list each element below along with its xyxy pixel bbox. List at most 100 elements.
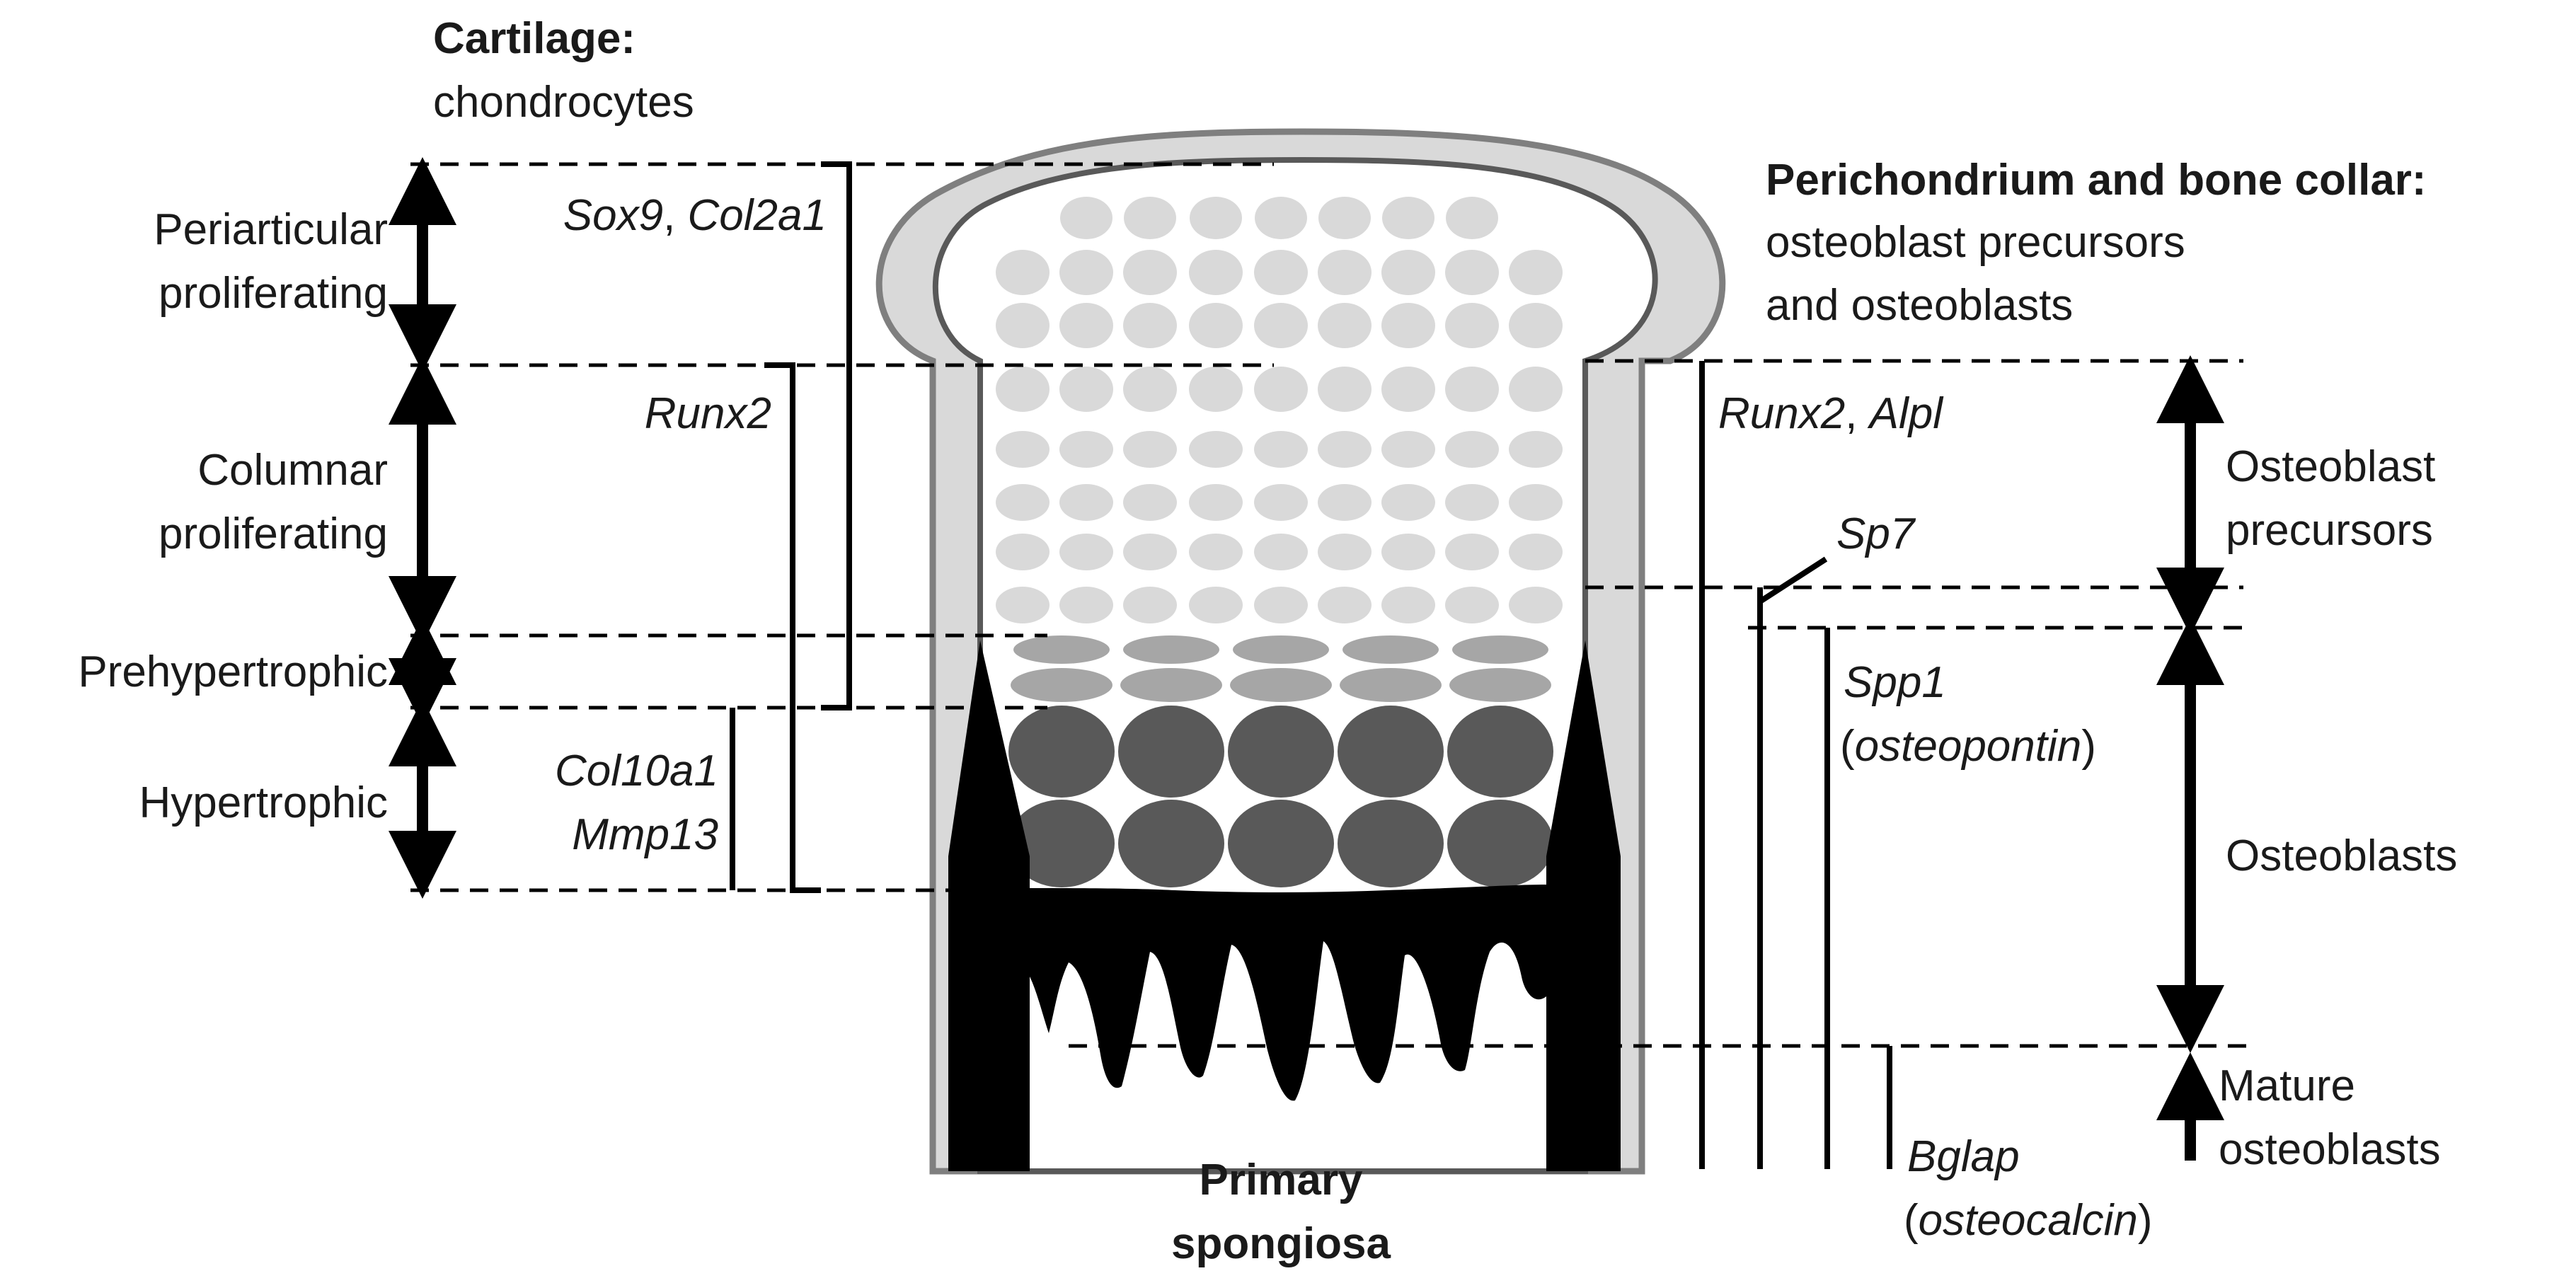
zone-osteoblasts: Osteoblasts (2226, 832, 2457, 880)
gene-sp7: Sp7 (1836, 510, 1916, 558)
hypertrophic-chondrocyte (1228, 800, 1334, 887)
hypertrophic-chondrocyte (1338, 706, 1444, 798)
proliferating-chondrocyte (1318, 431, 1372, 468)
resting-chondrocyte (1382, 197, 1434, 239)
bottom-label: Primary spongiosa (1171, 1156, 1391, 1268)
proliferating-chondrocyte (1445, 534, 1499, 570)
proliferating-chondrocyte (1381, 303, 1435, 348)
chondrocyte-cells (996, 197, 1563, 887)
proliferating-chondrocyte (1189, 431, 1243, 468)
zone-prehypertrophic: Prehypertrophic (78, 648, 388, 696)
gene-col10a1: Col10a1 (555, 747, 718, 795)
perichondrium-subheading-line2: and osteoblasts (1766, 281, 2073, 330)
zone-periarticular-line1: Periarticular (154, 205, 388, 254)
zone-columnar-line2: proliferating (159, 510, 388, 558)
proliferating-chondrocyte (1381, 534, 1435, 570)
proliferating-chondrocyte (1445, 587, 1499, 623)
proliferating-chondrocyte (1445, 484, 1499, 521)
proliferating-chondrocyte (1254, 431, 1308, 468)
gene-sox9-col2a1: Sox9, Col2a1 (563, 191, 827, 240)
proliferating-chondrocyte (1059, 303, 1113, 348)
proliferating-chondrocyte (996, 303, 1050, 348)
prehypertrophic-chondrocyte (1340, 668, 1442, 702)
proliferating-chondrocyte (1189, 250, 1243, 295)
proliferating-chondrocyte (1381, 431, 1435, 468)
proliferating-chondrocyte (1509, 367, 1563, 412)
hypertrophic-chondrocyte (1228, 706, 1334, 798)
proliferating-chondrocyte (1059, 484, 1113, 521)
proliferating-chondrocyte (1509, 587, 1563, 623)
zone-hypertrophic: Hypertrophic (139, 778, 388, 827)
proliferating-chondrocyte (996, 250, 1050, 295)
proliferating-chondrocyte (1318, 534, 1372, 570)
gene-osteopontin: (osteopontin) (1840, 722, 2096, 771)
zone-columnar-line1: Columnar (197, 446, 388, 495)
proliferating-chondrocyte (1123, 303, 1177, 348)
proliferating-chondrocyte (1445, 303, 1499, 348)
gene-runx2-cartilage: Runx2 (645, 389, 771, 438)
proliferating-chondrocyte (1254, 303, 1308, 348)
proliferating-chondrocyte (1123, 431, 1177, 468)
proliferating-chondrocyte (996, 367, 1050, 412)
proliferating-chondrocyte (1189, 587, 1243, 623)
perichondrium-heading: Perichondrium and bone collar: (1766, 156, 2427, 205)
gene-spp1: Spp1 (1844, 658, 1946, 707)
prehypertrophic-chondrocyte (1449, 668, 1551, 702)
proliferating-chondrocyte (1059, 431, 1113, 468)
perichondrium-subheading-line1: osteoblast precursors (1766, 218, 2185, 267)
proliferating-chondrocyte (996, 484, 1050, 521)
zone-mature-osteoblasts-line2: osteoblasts (2219, 1125, 2441, 1174)
prehypertrophic-chondrocyte (1230, 668, 1332, 702)
proliferating-chondrocyte (1189, 367, 1243, 412)
proliferating-chondrocyte (1123, 250, 1177, 295)
primary-spongiosa (1030, 885, 1546, 1101)
proliferating-chondrocyte (996, 587, 1050, 623)
proliferating-chondrocyte (1254, 534, 1308, 570)
proliferating-chondrocyte (1318, 587, 1372, 623)
zone-periarticular-line2: proliferating (159, 269, 388, 318)
zone-osteoblast-precursors-line1: Osteoblast (2226, 442, 2435, 491)
proliferating-chondrocyte (1059, 534, 1113, 570)
hypertrophic-chondrocyte (1447, 706, 1553, 798)
prehypertrophic-chondrocyte (1013, 635, 1110, 664)
proliferating-chondrocyte (1509, 431, 1563, 468)
proliferating-chondrocyte (1123, 534, 1177, 570)
gene-runx2-alpl: Runx2, Alpl (1718, 389, 1944, 438)
right-labels: Perichondrium and bone collar: osteoblas… (1718, 156, 2457, 1245)
resting-chondrocyte (1446, 197, 1498, 239)
proliferating-chondrocyte (1254, 587, 1308, 623)
resting-chondrocyte (1318, 197, 1371, 239)
gene-osteocalcin: (osteocalcin) (1904, 1196, 2153, 1245)
proliferating-chondrocyte (1445, 431, 1499, 468)
bone-collar-left (948, 640, 1030, 1171)
zone-mature-osteoblasts-line1: Mature (2219, 1062, 2355, 1110)
proliferating-chondrocyte (996, 534, 1050, 570)
proliferating-chondrocyte (1318, 367, 1372, 412)
hypertrophic-chondrocyte (1008, 706, 1115, 798)
cartilage-subheading: chondrocytes (433, 78, 694, 127)
bone-collar-right (1546, 640, 1621, 1171)
hypertrophic-chondrocyte (1447, 800, 1553, 887)
hypertrophic-chondrocyte (1118, 800, 1224, 887)
hypertrophic-chondrocyte (1338, 800, 1444, 887)
proliferating-chondrocyte (1445, 250, 1499, 295)
proliferating-chondrocyte (1123, 367, 1177, 412)
proliferating-chondrocyte (1123, 587, 1177, 623)
zone-osteoblast-precursors-line2: precursors (2226, 506, 2433, 555)
gene-expression-bars (730, 161, 1892, 1169)
proliferating-chondrocyte (1189, 303, 1243, 348)
proliferating-chondrocyte (1318, 250, 1372, 295)
proliferating-chondrocyte (1381, 587, 1435, 623)
gene-bglap: Bglap (1907, 1132, 2020, 1181)
proliferating-chondrocyte (1318, 484, 1372, 521)
cartilage-heading: Cartilage: (433, 14, 636, 63)
proliferating-chondrocyte (1509, 250, 1563, 295)
gene-mmp13: Mmp13 (572, 810, 718, 859)
hypertrophic-chondrocyte (1008, 800, 1115, 887)
primary-spongiosa-line2: spongiosa (1171, 1219, 1391, 1268)
proliferating-chondrocyte (1509, 534, 1563, 570)
prehypertrophic-chondrocyte (1120, 668, 1222, 702)
prehypertrophic-chondrocyte (1342, 635, 1439, 664)
prehypertrophic-chondrocyte (1123, 635, 1219, 664)
proliferating-chondrocyte (1189, 534, 1243, 570)
